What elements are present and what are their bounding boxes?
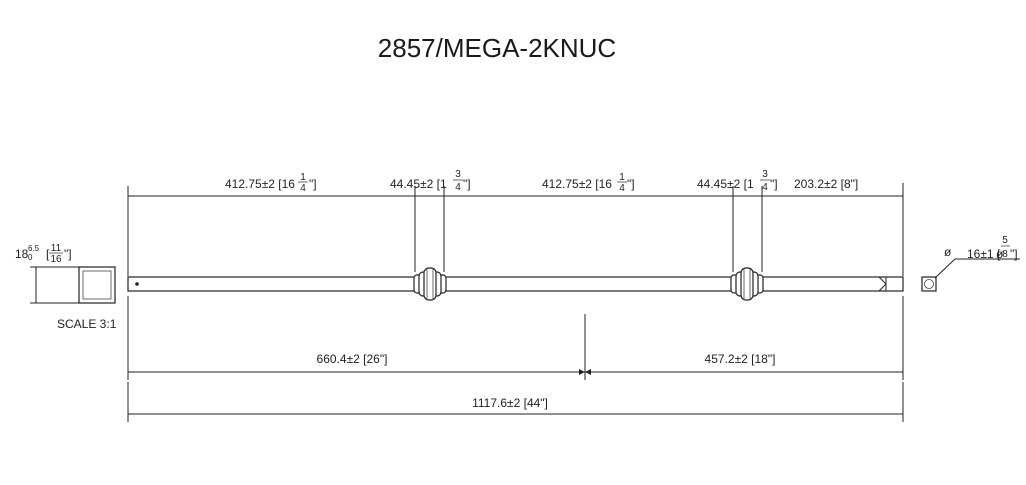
dim-knuckle1-mm: 44.45±2 [1	[390, 177, 447, 191]
dim-seg2-den: 4	[619, 183, 625, 194]
dim-knuckle2-den: 4	[762, 182, 768, 193]
dim-seg2-num: 1	[619, 172, 625, 183]
section-inch-den: 16	[50, 254, 62, 265]
dimension-knuckle2: 44.45±2 [1 3 4 "]	[697, 169, 778, 193]
rail-bar	[127, 276, 904, 292]
end-view: ø 16±1 [ ø 5 8 "]	[921, 235, 1020, 292]
knuckle-2	[730, 267, 764, 301]
lower-dimension-line	[127, 296, 904, 380]
dim-knuckle1-num: 3	[455, 169, 461, 180]
knuckle-1	[413, 267, 447, 301]
end-dia-close: "]	[1010, 247, 1018, 261]
drawing-title: 2857/MEGA-2KNUC	[378, 33, 616, 63]
dim-knuckle1-den: 4	[455, 182, 461, 193]
dim-seg1-num: 1	[300, 172, 306, 183]
dim-seg2-close: "]	[627, 177, 635, 191]
section-size-sub: 0	[28, 253, 33, 262]
dim-lower-left: 660.4±2 [26"]	[317, 352, 388, 366]
dim-knuckle1-close: "]	[463, 177, 471, 191]
dimension-seg2: 412.75±2 [16 1 4 "]	[542, 172, 635, 194]
section-scale: SCALE 3:1	[57, 317, 117, 331]
dim-seg1-close: "]	[309, 177, 317, 191]
end-dia-value: 16±1 [	[967, 247, 1001, 261]
dim-seg3: 203.2±2 [8"]	[794, 177, 858, 191]
dim-knuckle2-close: "]	[770, 177, 778, 191]
dim-knuckle2-num: 3	[762, 169, 768, 180]
section-size-whole: 18	[15, 247, 29, 261]
section-inch-close: "]	[64, 247, 72, 261]
end-dia-symbol-2: ø	[996, 247, 1004, 261]
end-dia-den: 8	[1002, 249, 1008, 260]
dim-seg2-mm: 412.75±2 [16	[542, 177, 612, 191]
dimension-seg1: 412.75±2 [16 1 4 "]	[225, 172, 317, 194]
dim-lower-right: 457.2±2 [18"]	[705, 352, 776, 366]
dimension-knuckle1: 44.45±2 [1 3 4 "]	[390, 169, 471, 193]
section-view: 18 6.5 0 [ 11 16 "] SCALE 3:1	[15, 243, 117, 331]
dim-seg1-mm: 412.75±2 [16	[225, 177, 295, 191]
end-dia-num: 5	[1002, 235, 1008, 246]
top-dimension-line	[127, 183, 904, 276]
overall-dimension-line	[127, 382, 904, 422]
section-size-sup: 6.5	[28, 244, 40, 253]
dim-overall: 1117.6±2 [44"]	[472, 396, 548, 410]
dim-seg1-den: 4	[300, 183, 306, 194]
section-inch-open: [	[46, 247, 50, 261]
end-dia-symbol: ø	[944, 245, 952, 259]
section-inch-num: 11	[51, 243, 62, 254]
dim-knuckle2-mm: 44.45±2 [1	[697, 177, 754, 191]
